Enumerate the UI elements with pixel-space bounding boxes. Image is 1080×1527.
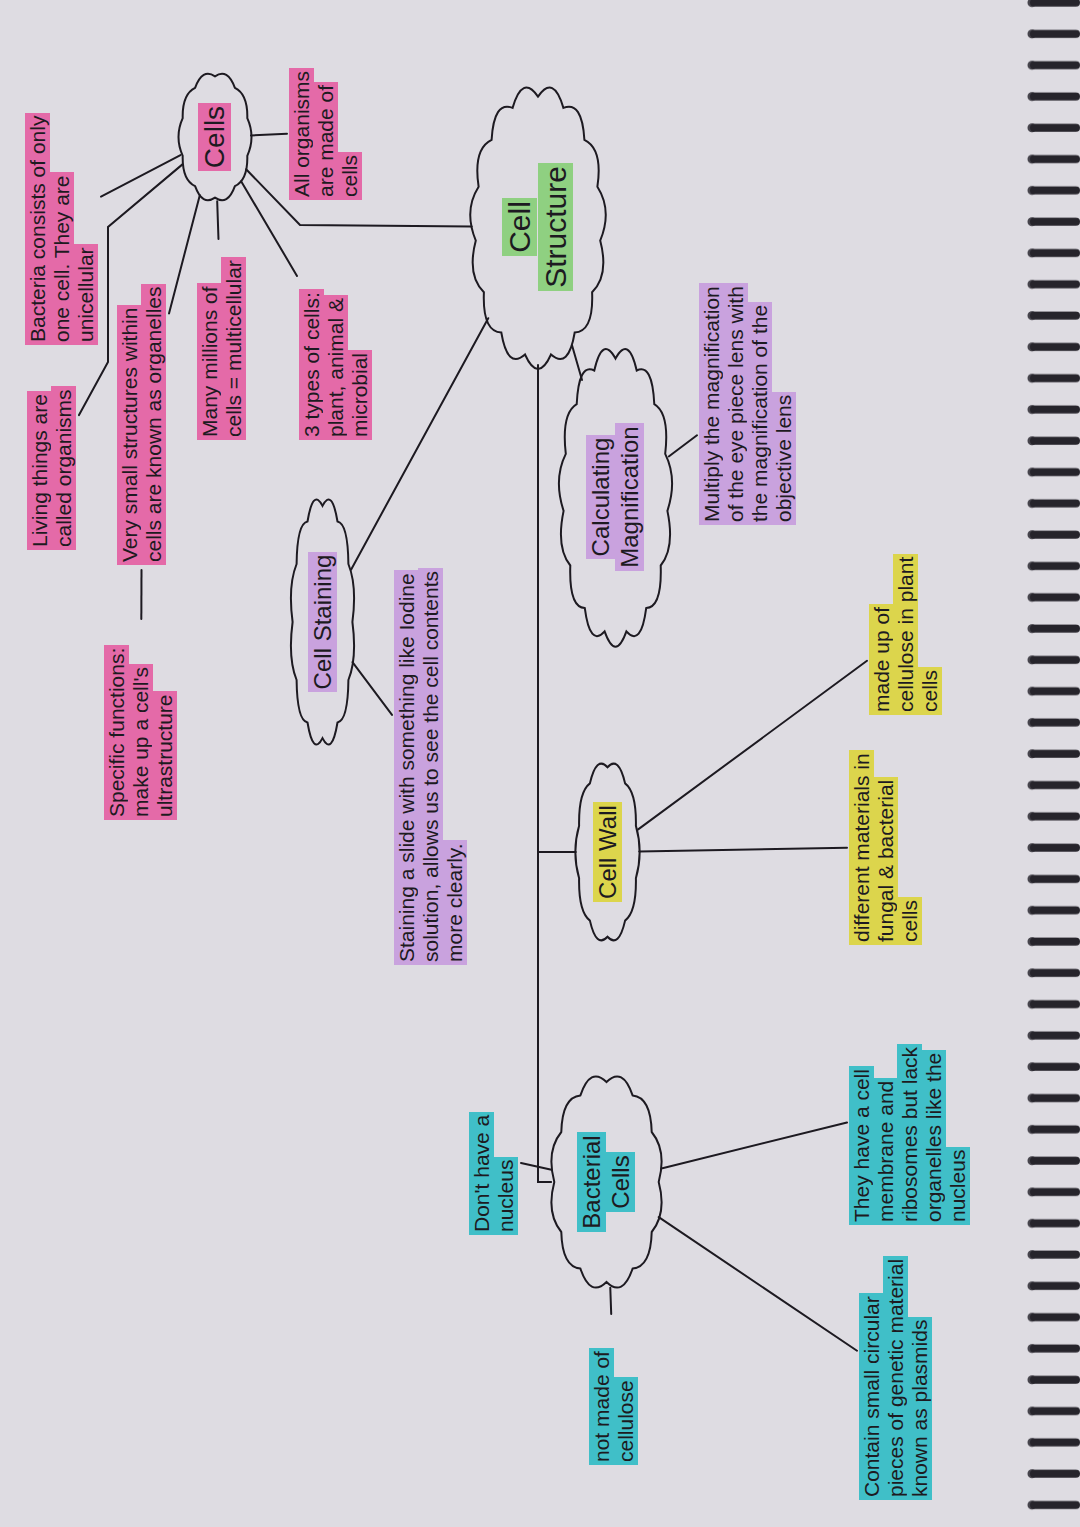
branch-line <box>538 365 551 1182</box>
note-text: Very small structures within cells are k… <box>117 284 166 565</box>
text-line-holder: Bacterial Cells <box>577 1122 635 1242</box>
cloud-text-holder: Cell Staining <box>308 552 337 693</box>
note-text: Specific functions: make up a cell's ult… <box>104 645 177 820</box>
note-block: Don't have a nucleus <box>470 1077 518 1237</box>
note-text: Contain small circular pieces of genetic… <box>859 1256 932 1500</box>
cloud-shape <box>575 764 639 941</box>
note-text: Multiply the magnification of the eye pi… <box>699 283 796 525</box>
branch-line <box>639 848 847 852</box>
topic-label: Cells <box>198 103 231 171</box>
topic-cloud: Bacterial Cells <box>548 1070 665 1294</box>
topic-label: Cell Structure <box>502 163 573 291</box>
branch-line <box>659 1217 857 1351</box>
note-text: All organisms are made of cells <box>289 68 362 200</box>
text-line-holder: Cell Wall <box>593 802 622 902</box>
branch-line <box>169 195 200 313</box>
note-text: different materials in fungal & bacteria… <box>849 750 922 945</box>
spiral-rings <box>1022 0 1080 1527</box>
text-line-holder: Multiply the magnification of the eye pi… <box>700 269 796 525</box>
cloud-text-holder: Calculating Magnification <box>586 412 644 582</box>
cloud-text-holder: Cells <box>198 103 232 171</box>
branch-line <box>638 661 867 830</box>
cloud-shape <box>558 349 671 647</box>
note-block: made up of cellulose in plant cells <box>870 547 942 717</box>
note-block: 3 types of cells: plant, animal & microb… <box>300 242 372 442</box>
cloud-text-holder: Bacterial Cells <box>577 1122 635 1242</box>
topic-label: Bacterial Cells <box>577 1132 635 1231</box>
text-line-holder: Living things are called organisms <box>28 379 76 550</box>
text-line-holder: Very small structures within cells are k… <box>118 269 166 565</box>
cloud-text-holder: Cell Wall <box>593 802 622 902</box>
text-line-holder: made up of cellulose in plant cells <box>870 549 942 715</box>
cloud-shape <box>470 88 606 369</box>
note-block: Multiply the magnification of the eye pi… <box>700 267 796 527</box>
branch-line <box>251 134 287 136</box>
note-block: Very small structures within cells are k… <box>118 267 166 567</box>
note-block: different materials in fungal & bacteria… <box>850 747 922 947</box>
note-text: not made of cellulose <box>589 1348 638 1465</box>
text-line-holder: All organisms are made of cells <box>290 64 362 200</box>
text-line-holder: 3 types of cells: plant, animal & microb… <box>300 244 372 440</box>
text-line-holder: They have a cell membrane and ribosomes … <box>850 989 970 1225</box>
branch-line <box>538 365 576 852</box>
text-line-holder: Contain small circular pieces of genetic… <box>860 1254 932 1500</box>
branch-line <box>669 435 697 456</box>
cloud-shape <box>290 499 353 744</box>
text-line-holder: different materials in fungal & bacteria… <box>850 749 922 945</box>
note-text: made up of cellulose in plant cells <box>869 554 942 715</box>
topic-label: Cell Staining <box>308 552 337 693</box>
branch-line <box>140 570 142 619</box>
note-block: Staining a slide with something like Iod… <box>395 567 467 967</box>
cloud-shape <box>179 74 252 201</box>
cloud-text-holder: Cell Structure <box>502 147 574 307</box>
branch-line <box>217 201 218 239</box>
text-line-holder: Cell Staining <box>308 552 337 693</box>
topic-cloud: Calculating Magnification <box>557 343 674 652</box>
note-block: All organisms are made of cells <box>290 62 362 202</box>
topic-label: Cell Wall <box>593 802 622 902</box>
note-text: Bacteria consists of only one cell. They… <box>25 113 98 345</box>
topic-cloud: Cell Structure <box>468 81 608 373</box>
branch-line <box>572 345 582 380</box>
note-text: They have a cell membrane and ribosomes … <box>849 1044 970 1225</box>
text-line-holder: Staining a slide with something like Iod… <box>395 569 467 965</box>
note-text: Many millions of cells = multicellular <box>197 257 246 440</box>
topic-label: Calculating Magnification <box>586 423 644 570</box>
text-line-holder: Cell Structure <box>502 147 574 307</box>
text-line-holder: Bacteria consists of only one cell. They… <box>26 89 98 345</box>
cloud-shape <box>551 1076 661 1287</box>
note-block: Many millions of cells = multicellular <box>198 242 246 442</box>
branch-line <box>609 1288 612 1314</box>
note-block: not made of cellulose <box>590 1317 638 1467</box>
topic-cloud: Cell Staining <box>289 492 356 752</box>
note-block: Living things are called organisms <box>28 377 76 552</box>
note-text: Don't have a nucleus <box>469 1112 518 1235</box>
note-block: They have a cell membrane and ribosomes … <box>850 987 970 1227</box>
text-line-holder: Specific functions: make up a cell's ult… <box>105 624 177 820</box>
text-line-holder: Calculating Magnification <box>586 412 644 582</box>
note-block: Contain small circular pieces of genetic… <box>860 1252 932 1502</box>
note-block: Specific functions: make up a cell's ult… <box>105 622 177 822</box>
text-line-holder: Cells <box>198 103 232 171</box>
topic-cloud: Cell Wall <box>574 757 641 947</box>
branch-line <box>352 662 392 715</box>
note-text: 3 types of cells: plant, animal & microb… <box>299 289 372 440</box>
text-line-holder: not made of cellulose <box>590 1319 638 1465</box>
note-text: Living things are called organisms <box>27 386 76 550</box>
note-text: Staining a slide with something like Iod… <box>394 568 467 965</box>
branch-line <box>661 1123 847 1169</box>
text-line-holder: Don't have a nucleus <box>470 1079 518 1235</box>
note-block: Bacteria consists of only one cell. They… <box>26 87 98 347</box>
topic-cloud: Cells <box>177 69 253 205</box>
text-line-holder: Many millions of cells = multicellular <box>198 244 246 440</box>
branch-line <box>521 1163 552 1170</box>
